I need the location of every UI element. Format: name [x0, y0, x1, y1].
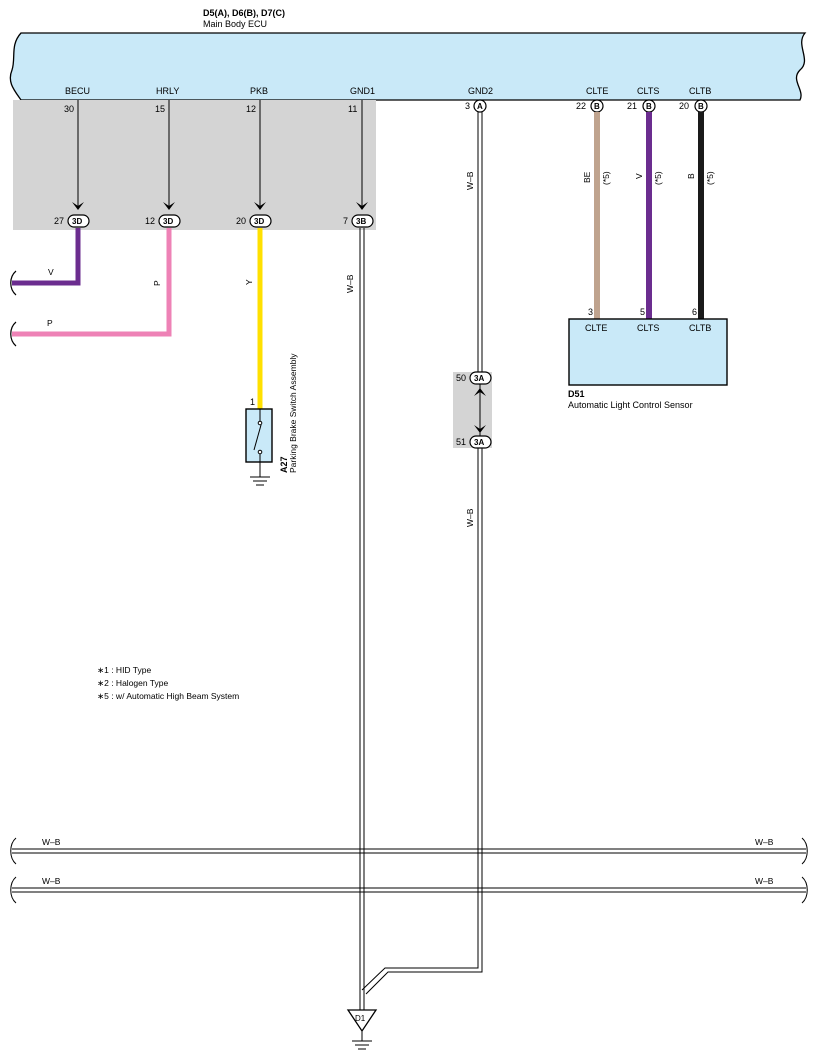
splice-block: [453, 372, 492, 448]
terminal-gnd1: GND1: [350, 86, 375, 96]
sensor-terminal-clts: CLTS: [637, 323, 659, 333]
bus-2-label-right: W–B: [755, 876, 774, 886]
note-1: ∗1 : HID Type: [97, 665, 151, 675]
connector-b-cltb: B: [694, 99, 708, 113]
svg-text:50: 50: [456, 373, 466, 383]
junction-20-3d: 3D 20: [236, 214, 272, 228]
svg-text:12: 12: [145, 216, 155, 226]
sensor-pin-clte: 3: [588, 307, 593, 317]
terminal-cltb: CLTB: [689, 86, 711, 96]
pin-gnd2: 3: [465, 101, 470, 111]
svg-text:3A: 3A: [474, 438, 484, 447]
main-body-ecu-box: [9, 32, 807, 101]
wire-label-gnd1: W–B: [345, 274, 355, 293]
terminal-pkb: PKB: [250, 86, 268, 96]
splice-arrow-up: [474, 388, 486, 396]
ecu-subtitle: Main Body ECU: [203, 19, 267, 29]
connector-a-gnd2: A: [473, 99, 487, 113]
note-3: ∗5 : w/ Automatic High Beam System: [97, 691, 239, 701]
pin-clte: 22: [576, 101, 586, 111]
pin-clts: 21: [627, 101, 637, 111]
terminal-hrly: HRLY: [156, 86, 179, 96]
wire-break-becu: [10, 270, 17, 296]
wire-label-becu-left: V: [48, 267, 54, 277]
arrowheads: [72, 202, 368, 210]
sensor-terminal-cltb: CLTB: [689, 323, 711, 333]
sensor-pin-cltb: 6: [692, 307, 697, 317]
ground-point-d1: D1: [346, 1009, 378, 1050]
sensor-pin-clts: 5: [640, 307, 645, 317]
svg-text:3A: 3A: [474, 374, 484, 383]
switch-name: Parking Brake Switch Assembly: [288, 353, 298, 473]
splice-50-3a: 3A 50: [456, 371, 492, 385]
terminal-becu: BECU: [65, 86, 90, 96]
svg-text:7: 7: [343, 216, 348, 226]
terminal-gnd2: GND2: [468, 86, 493, 96]
terminal-clte: CLTE: [586, 86, 608, 96]
switch-id: A27: [279, 456, 289, 473]
wire-label-clte: BE: [582, 171, 592, 183]
wire-label-pkb: Y: [244, 279, 254, 285]
svg-text:20: 20: [236, 216, 246, 226]
svg-text:B: B: [698, 102, 704, 111]
sensor-box: [568, 318, 728, 386]
wire-label-hrly-left: P: [47, 318, 53, 328]
svg-text:B: B: [594, 102, 600, 111]
wire-label-clts: V: [634, 173, 644, 179]
bus-1-label-left: W–B: [42, 837, 61, 847]
wire-label-cltb: B: [686, 173, 696, 179]
svg-text:3D: 3D: [72, 217, 82, 226]
svg-text:51: 51: [456, 437, 466, 447]
wire-pink-hrly: [12, 228, 172, 337]
wire-wb-gnd2: [361, 112, 483, 995]
svg-text:3D: 3D: [254, 217, 264, 226]
svg-text:B: B: [646, 102, 652, 111]
pin-pkb: 12: [246, 104, 256, 114]
sensor-name: Automatic Light Control Sensor: [568, 400, 693, 410]
pin-cltb: 20: [679, 101, 689, 111]
note-2: ∗2 : Halogen Type: [97, 678, 169, 688]
sensor-id: D51: [568, 389, 585, 399]
ecu-title: D5(A), D6(B), D7(C): [203, 8, 285, 18]
bus-line-2: [10, 876, 808, 904]
svg-text:3D: 3D: [163, 217, 173, 226]
pin-becu: 30: [64, 104, 74, 114]
svg-text:3B: 3B: [356, 217, 366, 226]
pin-hrly: 15: [155, 104, 165, 114]
wire-label-hrly: P: [152, 280, 162, 286]
wire-violet-becu: [12, 228, 81, 286]
connector-b-clts: B: [642, 99, 656, 113]
svg-text:D1: D1: [355, 1014, 366, 1023]
junction-block: [13, 100, 376, 230]
junction-27-3d: 3D 27: [54, 214, 90, 228]
wire-note-clte: (*5): [601, 171, 611, 185]
svg-text:1: 1: [250, 397, 255, 407]
terminal-clts: CLTS: [637, 86, 659, 96]
wire-label-gnd2-upper: W–B: [465, 171, 475, 190]
svg-text:27: 27: [54, 216, 64, 226]
junction-7-3b: 3B 7: [343, 214, 374, 228]
splice-arrow-down: [474, 425, 486, 433]
wire-note-cltb: (*5): [705, 171, 715, 185]
bus-2-label-left: W–B: [42, 876, 61, 886]
pin-gnd1: 11: [348, 104, 357, 114]
wire-label-gnd2-lower: W–B: [465, 508, 475, 527]
bus-1-label-right: W–B: [755, 837, 774, 847]
sensor-terminal-clte: CLTE: [585, 323, 607, 333]
svg-text:A: A: [477, 102, 483, 111]
wire-note-clts: (*5): [653, 171, 663, 185]
wire-wb-gnd1: [359, 228, 365, 1010]
parking-brake-switch: 1: [245, 397, 273, 486]
junction-12-3d: 3D 12: [145, 214, 181, 228]
wire-break-hrly: [10, 321, 17, 347]
connector-b-clte: B: [590, 99, 604, 113]
splice-51-3a: 3A 51: [456, 435, 492, 449]
bus-line-1: [10, 837, 808, 865]
